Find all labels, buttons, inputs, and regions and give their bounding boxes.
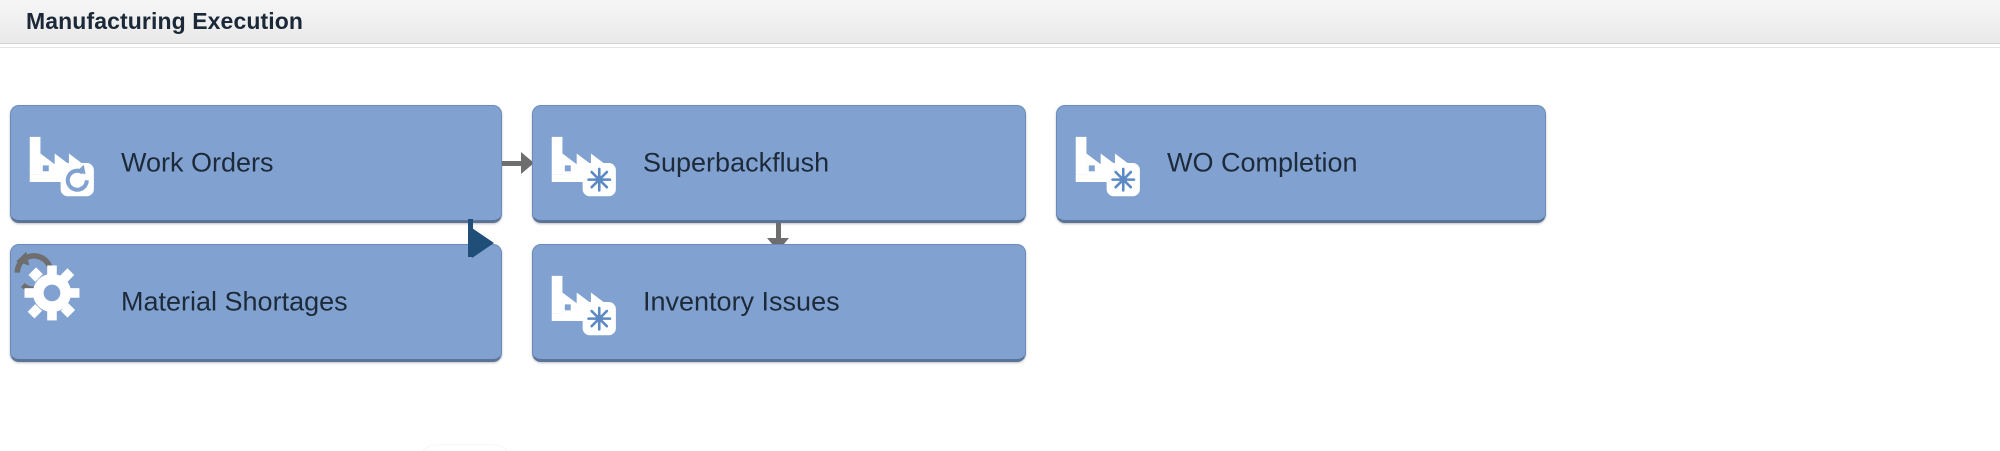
connector-material-shortages-marker-stem bbox=[468, 219, 473, 257]
connector-work-orders-to-superbackflush-arrowhead bbox=[521, 152, 534, 174]
factory-snowflake-icon bbox=[547, 127, 623, 199]
connector-superbackflush-to-inventory-issues-line bbox=[776, 223, 781, 240]
status-badge-material-shortages[interactable]: 1 bbox=[419, 445, 511, 451]
connector-work-orders-to-superbackflush-line bbox=[502, 161, 522, 166]
section-header: Manufacturing Execution bbox=[0, 0, 2000, 44]
tile-work-orders[interactable]: Work Orders bbox=[10, 105, 502, 223]
header-divider bbox=[0, 44, 2000, 48]
page-title: Manufacturing Execution bbox=[26, 8, 304, 34]
factory-snowflake-icon bbox=[1071, 127, 1147, 199]
factory-refresh-icon bbox=[25, 127, 101, 199]
process-flow-canvas: Work Orders bbox=[0, 48, 2000, 451]
tile-wo-completion[interactable]: WO Completion bbox=[1056, 105, 1546, 223]
tile-label-material-shortages: Material Shortages bbox=[121, 286, 348, 317]
tile-label-wo-completion: WO Completion bbox=[1167, 147, 1358, 178]
rotate-gear-icon bbox=[3, 239, 89, 323]
tile-inventory-issues[interactable]: Inventory Issues bbox=[532, 244, 1026, 362]
tile-label-work-orders: Work Orders bbox=[121, 147, 274, 178]
tile-label-inventory-issues: Inventory Issues bbox=[643, 286, 840, 317]
tile-material-shortages[interactable]: Material Shortages 1 bbox=[10, 244, 511, 451]
connector-material-shortages-marker bbox=[472, 228, 494, 258]
tile-label-superbackflush: Superbackflush bbox=[643, 147, 830, 178]
factory-snowflake-icon bbox=[547, 266, 623, 338]
tile-superbackflush[interactable]: Superbackflush bbox=[532, 105, 1026, 223]
